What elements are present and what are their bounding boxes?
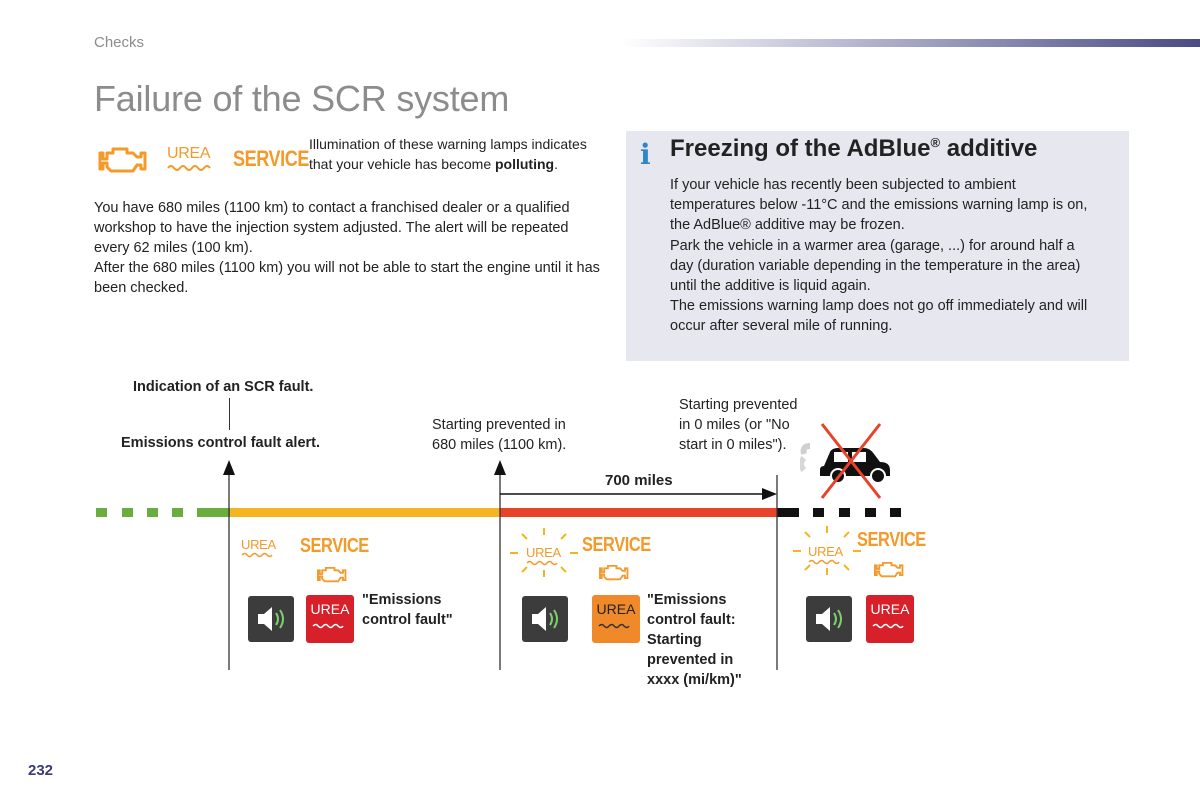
black-dashes bbox=[777, 508, 901, 517]
info-line: If your vehicle has recently been subjec… bbox=[670, 177, 1016, 193]
prevented-0-line2: in 0 miles (or "No bbox=[679, 417, 790, 433]
paragraph-1: You have 680 miles (1100 km) to contact … bbox=[94, 200, 570, 256]
urea-waves-icon bbox=[241, 552, 273, 558]
red-segment bbox=[500, 508, 777, 517]
engine-warning-icon bbox=[599, 564, 629, 581]
service-lamp-label: SERVICE bbox=[233, 146, 310, 171]
message-1-line2: control fault" bbox=[362, 612, 453, 628]
section-header: Checks bbox=[94, 34, 145, 51]
green-dashes bbox=[96, 508, 230, 517]
flash-rays-icon bbox=[793, 526, 861, 575]
info-line: occur after several mile of running. bbox=[670, 318, 893, 335]
message-2-line2: control fault: bbox=[647, 612, 736, 628]
main-paragraphs: You have 680 miles (1100 km) to contact … bbox=[94, 198, 604, 298]
message-2-line4: prevented in bbox=[647, 652, 734, 668]
timeline bbox=[96, 460, 901, 670]
urea-display-label: UREA bbox=[310, 601, 350, 617]
engine-warning-icon bbox=[98, 147, 147, 173]
urea-lamp-label: UREA bbox=[167, 145, 211, 162]
urea-waves-icon bbox=[526, 560, 558, 566]
page-title: Failure of the SCR system bbox=[94, 78, 510, 119]
urea-display-red: UREA bbox=[866, 595, 914, 643]
service-lamp-1: SERVICE bbox=[300, 535, 369, 557]
urea-waves-icon bbox=[167, 165, 211, 171]
yellow-segment bbox=[230, 508, 500, 517]
message-2-line5: xxxx (mi/km)" bbox=[647, 672, 742, 688]
header-gradient-bar bbox=[622, 39, 1200, 47]
message-2-line3: Starting bbox=[647, 632, 702, 648]
info-line: temperatures below -11°C and the emissio… bbox=[670, 197, 1088, 214]
urea-waves-icon bbox=[808, 559, 840, 565]
indication-label: Indication of an SCR fault. bbox=[133, 379, 314, 395]
info-title: Freezing of the AdBlue® additive bbox=[670, 135, 1038, 162]
speaker-icon bbox=[248, 596, 294, 642]
urea-display-label: UREA bbox=[870, 601, 910, 617]
message-2-line1: "Emissions bbox=[647, 592, 727, 608]
label-connector bbox=[229, 398, 230, 430]
paragraph-2: After the 680 miles (1100 km) you will n… bbox=[94, 260, 600, 296]
info-line: Park the vehicle in a warmer area (garag… bbox=[670, 237, 1075, 254]
info-line: until the additive is liquid again. bbox=[670, 278, 871, 295]
engine-warning-icon bbox=[317, 566, 347, 583]
page-number: 232 bbox=[28, 762, 54, 779]
urea-display-red: UREA bbox=[306, 595, 354, 643]
prevented-680-line2: 680 miles (1100 km). bbox=[432, 437, 567, 453]
flash-rays-icon bbox=[510, 528, 578, 577]
service-lamp-3: SERVICE bbox=[857, 529, 926, 551]
engine-warning-icon bbox=[874, 561, 904, 578]
info-body: If your vehicle has recently been subjec… bbox=[670, 175, 1122, 337]
distance-label: 700 miles bbox=[605, 472, 673, 489]
lamp-note-bold: polluting bbox=[495, 156, 555, 172]
info-line: the AdBlue® additive may be frozen. bbox=[670, 217, 905, 234]
car-crossed-icon bbox=[800, 423, 890, 499]
info-icon: i bbox=[640, 138, 651, 171]
info-line: The emissions warning lamp does not go o… bbox=[670, 298, 1088, 315]
lamp-note: Illumination of these warning lamps indi… bbox=[309, 136, 587, 172]
service-lamp-2: SERVICE bbox=[582, 534, 651, 556]
urea-lamp-2: UREA bbox=[526, 545, 561, 560]
prevented-0-line3: start in 0 miles"). bbox=[679, 437, 787, 453]
prevented-0-line1: Starting prevented bbox=[679, 397, 798, 413]
urea-display-label: UREA bbox=[596, 601, 636, 617]
urea-lamp-1: UREA bbox=[241, 537, 276, 552]
prevented-680-line1: Starting prevented in bbox=[432, 417, 566, 433]
speaker-icon bbox=[522, 596, 568, 642]
speaker-icon bbox=[806, 596, 852, 642]
urea-lamp-3: UREA bbox=[808, 544, 843, 559]
urea-display-orange: UREA bbox=[592, 595, 640, 643]
message-1-line1: "Emissions bbox=[362, 592, 442, 608]
alert-label: Emissions control fault alert. bbox=[121, 435, 321, 451]
info-box bbox=[626, 131, 1129, 361]
info-line: day (duration variable depending in the … bbox=[670, 257, 1081, 274]
